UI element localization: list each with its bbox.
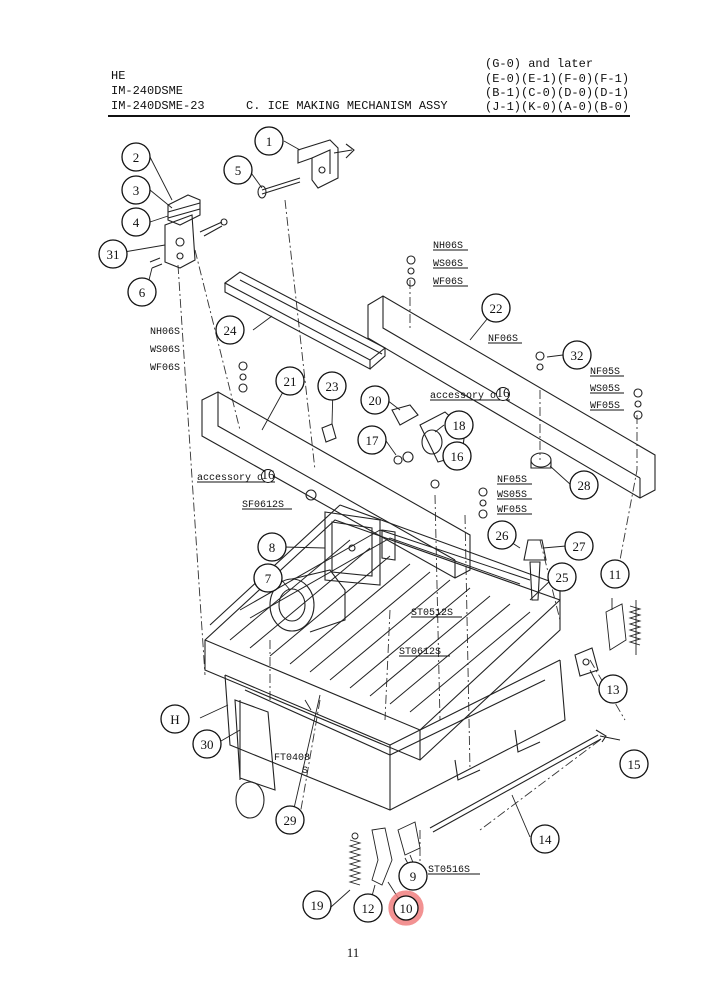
hardware-labels: NH06S WS06S WF06S NH06S WS06S WF06S NF06…	[150, 241, 620, 876]
label-ws05s-mid: WS05S	[497, 490, 527, 501]
label-st0512s: ST0512S	[411, 608, 453, 619]
callout-12: 12	[362, 901, 375, 916]
callout-numbers: 1 2 3 4 5 6 7 8 9 10 11 12 13 14 15 16 1…	[107, 134, 641, 916]
callout-15: 15	[628, 757, 641, 772]
callout-24: 24	[224, 323, 238, 338]
callout-H: H	[170, 712, 179, 727]
label-wf06s-upper: WF06S	[433, 277, 463, 288]
callout-19: 19	[311, 898, 324, 913]
callout-20: 20	[369, 393, 382, 408]
cap-parts	[523, 452, 552, 601]
label-nh06s-left: NH06S	[150, 327, 180, 338]
label-ft0408: FT0408	[274, 753, 310, 764]
callout-25: 25	[556, 570, 569, 585]
callout-14: 14	[539, 832, 553, 847]
callout-5: 5	[235, 163, 242, 178]
label-st0612s: ST0612S	[399, 647, 441, 658]
bottom-spring-parts	[348, 821, 421, 886]
serial-line-3: (B-1)(C-0)(D-0)(D-1)	[485, 86, 630, 100]
label-nh06s-upper: NH06S	[433, 241, 463, 252]
accessory-ref-upper: 16	[497, 385, 511, 400]
serial-line-1: (G-0) and later	[485, 57, 594, 71]
label-ft0408-suffix: S	[302, 766, 308, 777]
callout-29: 29	[284, 813, 297, 828]
model-line-1: HE	[111, 69, 126, 83]
page-number: 11	[347, 945, 360, 960]
callout-1: 1	[266, 134, 273, 149]
callout-17: 17	[366, 433, 380, 448]
serial-line-2: (E-0)(E-1)(F-0)(F-1)	[485, 72, 630, 86]
switch-bracket	[149, 194, 228, 269]
valve-parts	[391, 404, 466, 465]
callout-3: 3	[133, 183, 140, 198]
callout-9: 9	[410, 869, 417, 884]
callout-23: 23	[326, 379, 339, 394]
fastener-stack	[238, 255, 643, 519]
angle-rail-part	[367, 295, 656, 499]
spring-11	[605, 598, 642, 655]
callout-30: 30	[201, 737, 214, 752]
header-rule	[108, 115, 630, 117]
label-nf05s-right: NF05S	[590, 367, 620, 378]
callout-26: 26	[496, 528, 510, 543]
bracket-part	[257, 139, 355, 199]
callout-circles	[98, 126, 649, 926]
serial-line-4: (J-1)(K-0)(A-0)(B-0)	[485, 100, 630, 114]
callout-28: 28	[578, 478, 591, 493]
label-ws05s-right: WS05S	[590, 384, 620, 395]
accessory-note-lower: accessory of	[197, 472, 269, 484]
label-underlines	[197, 249, 624, 875]
callout-21: 21	[284, 374, 297, 389]
accessory-ref-lower: 16	[262, 467, 276, 482]
clip-23	[321, 423, 337, 443]
channel-part	[223, 271, 387, 370]
control-rod-14	[429, 729, 607, 833]
callout-8: 8	[269, 540, 276, 555]
callout-32: 32	[571, 348, 584, 363]
label-wf06s-left: WF06S	[150, 363, 180, 374]
label-ws06s-upper: WS06S	[433, 259, 463, 270]
callout-22: 22	[490, 301, 503, 316]
callout-16: 16	[451, 449, 465, 464]
callout-27: 27	[573, 539, 587, 554]
label-nf06s: NF06S	[488, 334, 518, 345]
label-wf05s-right: WF05S	[590, 401, 620, 412]
actuator-motor	[269, 511, 396, 633]
callout-13: 13	[607, 682, 620, 697]
label-wf05s-mid: WF05S	[497, 505, 527, 516]
accessory-ref-badges	[261, 387, 510, 483]
callout-31: 31	[107, 247, 120, 262]
water-tray	[224, 659, 566, 811]
accessory-notes: accessory of accessory of	[197, 390, 502, 484]
assembly-leader-lines	[177, 199, 638, 870]
label-st0516s: ST0516S	[428, 865, 470, 876]
callout-6: 6	[139, 285, 146, 300]
model-line-3: IM-240DSME-23	[111, 99, 205, 113]
callout-leaders	[123, 140, 621, 908]
section-title: C. ICE MAKING MECHANISM ASSY	[246, 99, 448, 113]
accessory-note-upper: accessory of	[430, 390, 502, 402]
callout-2: 2	[133, 150, 140, 165]
callout-11: 11	[609, 567, 622, 582]
callout-10: 10	[400, 901, 413, 916]
label-ws06s-left: WS06S	[150, 345, 180, 356]
callout-4: 4	[133, 215, 140, 230]
side-switch-box	[234, 699, 276, 819]
callout-18: 18	[453, 418, 466, 433]
label-nf05s-mid: NF05S	[497, 475, 527, 486]
model-line-2: IM-240DSME	[111, 84, 184, 98]
callout-7: 7	[265, 571, 272, 586]
bracket-13	[574, 647, 599, 677]
label-sf0612s: SF0612S	[242, 500, 284, 511]
